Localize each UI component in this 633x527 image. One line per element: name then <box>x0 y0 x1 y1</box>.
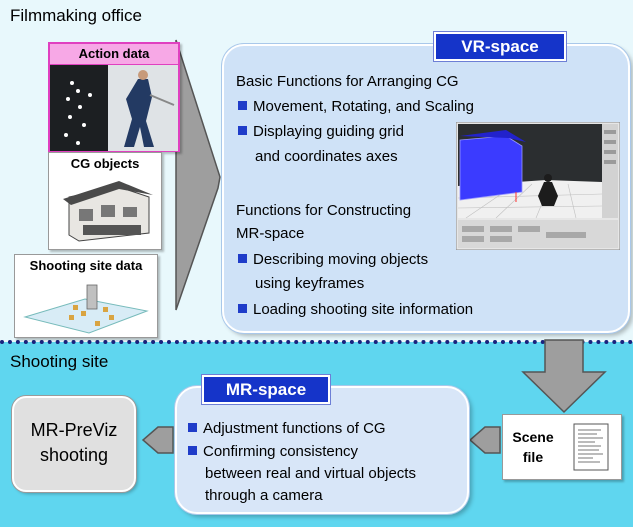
scene-file-box: Scene file <box>502 414 622 480</box>
mr-previz-line2: shooting <box>39 445 109 465</box>
mr-item-consistency: Confirming consistency <box>188 443 358 460</box>
funnel-arrow <box>175 39 221 311</box>
shooting-site-data-image <box>23 284 149 334</box>
mr-space-panel <box>175 386 469 514</box>
vr-item-movement: Movement, Rotating, and Scaling <box>238 98 474 115</box>
bullet-square-icon <box>188 446 197 455</box>
bullet-square-icon <box>238 101 247 110</box>
document-icon <box>573 423 609 471</box>
cg-objects-label: CG objects <box>70 156 140 171</box>
filmmaking-office-title: Filmmaking office <box>10 6 142 25</box>
scene-file-line2: file <box>522 449 544 465</box>
cg-objects-image <box>63 181 153 242</box>
vr-item-keyframes: Describing moving objects <box>238 251 428 268</box>
shooting-site-data-box: Shooting site data <box>14 254 158 338</box>
mr-item-consistency-line3: through a camera <box>205 487 323 504</box>
vr-section-heading-constructing: Functions for Constructing <box>236 202 412 219</box>
vr-item-loading-site: Loading shooting site information <box>238 301 473 318</box>
shooting-site-title: Shooting site <box>10 352 109 371</box>
vr-section-heading-constructing-line2: MR-space <box>236 225 305 242</box>
vr-software-screenshot <box>456 122 620 250</box>
region-divider <box>0 340 633 344</box>
action-data-label: Action data <box>50 44 178 65</box>
down-arrow <box>521 339 607 414</box>
mr-previz-box: MR-PreViz shooting <box>12 396 136 492</box>
bullet-square-icon <box>238 126 247 135</box>
vr-item-grid: Displaying guiding grid <box>238 123 404 140</box>
mr-to-output-arrow <box>141 426 174 454</box>
vr-space-badge: VR-space <box>434 32 566 61</box>
cg-objects-box: CG objects <box>48 152 162 250</box>
mr-item-adjustment: Adjustment functions of CG <box>188 420 386 437</box>
mr-item-consistency-line2: between real and virtual objects <box>205 465 416 482</box>
action-data-image <box>50 65 178 151</box>
vr-section-heading-basic: Basic Functions for Arranging CG <box>236 73 459 90</box>
bullet-square-icon <box>238 304 247 313</box>
action-data-box: Action data <box>48 42 180 152</box>
mr-previz-line1: MR-PreViz <box>30 420 118 440</box>
shooting-site-data-label: Shooting site data <box>29 258 143 273</box>
vr-item-grid-line2: and coordinates axes <box>255 148 398 165</box>
bullet-square-icon <box>238 254 247 263</box>
scene-file-line1: Scene <box>512 429 554 445</box>
mr-space-badge: MR-space <box>202 375 330 404</box>
vr-item-keyframes-line2: using keyframes <box>255 275 365 292</box>
bullet-square-icon <box>188 423 197 432</box>
scene-to-mr-arrow <box>468 426 501 454</box>
